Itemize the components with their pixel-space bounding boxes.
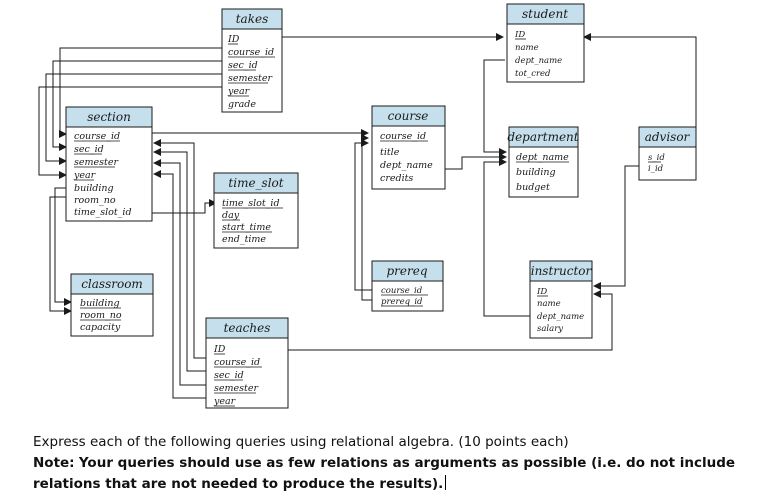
attr-key: course_id xyxy=(228,47,274,58)
connector-teaches-section-2 xyxy=(153,148,206,372)
attr: credits xyxy=(380,173,413,184)
attr-key: prereq_id xyxy=(381,297,423,307)
attr: salary xyxy=(537,324,563,334)
connector-section-timeslot xyxy=(150,199,217,214)
schema-diagram: takes ID course_id sec_id semester year … xyxy=(38,3,697,409)
attr-key: time_slot_id xyxy=(222,198,280,209)
connector-teaches-instructor xyxy=(288,290,613,351)
table-title: advisor xyxy=(645,130,691,144)
attr: dept_name xyxy=(380,160,433,171)
attr-key: ID xyxy=(227,34,240,45)
table-title: department xyxy=(507,130,578,144)
table-title: classroom xyxy=(81,277,143,291)
table-title: teaches xyxy=(224,321,271,335)
connector-advisor-instructor xyxy=(593,165,639,290)
note: Note: Your queries should use as few rel… xyxy=(33,453,753,495)
attr-key: dept_name xyxy=(516,152,569,163)
connector-takes-section-4 xyxy=(38,86,222,179)
attr-key: ID xyxy=(536,287,547,297)
attr-key: course_id xyxy=(74,131,120,142)
connector-section-classroom xyxy=(54,187,72,306)
attr: name xyxy=(515,43,539,53)
attr-key: ID xyxy=(514,30,525,40)
table-title: course xyxy=(388,109,429,123)
attr-key: semester xyxy=(228,73,273,84)
question-text: Express each of the following queries us… xyxy=(33,432,753,495)
attr-key: sec_id xyxy=(228,60,258,71)
attr-key: course_id xyxy=(380,131,426,142)
attr-key: year xyxy=(73,170,97,181)
connector-prereq-id-course xyxy=(361,134,372,301)
connector-takes-section-1 xyxy=(59,47,222,138)
attr: budget xyxy=(516,182,550,193)
table-section: section course_id sec_id semester year b… xyxy=(65,106,153,222)
attr: time_slot_id xyxy=(74,207,132,218)
relationship-connectors xyxy=(38,33,697,399)
connector-takes-section-3 xyxy=(45,73,222,165)
connector-advisor-student xyxy=(583,33,697,128)
table-time-slot: time_slot time_slot_id day start_time en… xyxy=(213,172,299,249)
table-title: section xyxy=(87,110,131,124)
attr-key: day xyxy=(222,210,240,221)
attr-key: start_time xyxy=(222,222,271,233)
attr-key: semester xyxy=(74,157,119,168)
attr: dept_name xyxy=(537,312,584,322)
table-takes: takes ID course_id sec_id semester year … xyxy=(221,8,283,113)
table-student: student ID name dept_name tot_cred xyxy=(506,3,585,83)
connector-section-classroom-2 xyxy=(49,196,72,315)
attr-key: course_id xyxy=(214,357,260,368)
attr-key: year xyxy=(227,86,251,97)
attr-key: sec_id xyxy=(74,144,104,155)
connector-instructor-department xyxy=(483,158,530,317)
attr: name xyxy=(537,299,561,309)
table-prereq: prereq course_id prereq_id xyxy=(371,260,444,312)
attr-key: s_id xyxy=(648,153,665,163)
table-department: department dept_name building budget xyxy=(507,126,579,198)
table-title: prereq xyxy=(386,264,427,278)
connector-course-department xyxy=(445,153,507,170)
table-course: course course_id title dept_name credits xyxy=(371,105,446,190)
table-title: instructor xyxy=(531,264,593,278)
note-label: Note: xyxy=(33,455,75,471)
connector-teaches-section-4 xyxy=(153,170,206,399)
attr-key: sec_id xyxy=(214,370,244,381)
attr: building xyxy=(74,183,114,194)
attr: i_id xyxy=(648,164,664,174)
attr: building xyxy=(516,167,556,178)
attr-key: semester xyxy=(214,383,259,394)
attr: dept_name xyxy=(515,56,562,66)
attr-key: room_no xyxy=(80,310,122,321)
table-title: takes xyxy=(236,12,269,26)
attr-key: year xyxy=(213,396,237,407)
connector-student-department xyxy=(483,59,507,156)
connector-takes-section-2 xyxy=(52,60,222,151)
table-classroom: classroom building room_no capacity xyxy=(70,273,154,337)
table-instructor: instructor ID name dept_name salary xyxy=(529,260,593,339)
connector-teaches-section-1 xyxy=(153,139,206,359)
question-line: Express each of the following queries us… xyxy=(33,434,569,450)
connector-prereq-course xyxy=(354,139,372,291)
attr: capacity xyxy=(80,322,121,333)
attr: end_time xyxy=(222,234,266,245)
connector-teaches-section-3 xyxy=(153,159,206,386)
attr-key: building xyxy=(80,298,120,309)
attr: grade xyxy=(228,99,256,110)
text-cursor xyxy=(445,475,447,490)
attr: tot_cred xyxy=(515,69,551,79)
attr: room_no xyxy=(74,195,116,206)
attr: title xyxy=(380,147,400,158)
attr-key: course_id xyxy=(381,286,423,296)
table-title: time_slot xyxy=(228,176,283,190)
table-teaches: teaches ID course_id sec_id semester yea… xyxy=(205,317,289,409)
table-advisor: advisor s_id i_id xyxy=(638,126,697,181)
table-title: student xyxy=(522,7,568,21)
note-text: Your queries should use as few relations… xyxy=(33,455,736,492)
attr-key: ID xyxy=(213,344,226,355)
